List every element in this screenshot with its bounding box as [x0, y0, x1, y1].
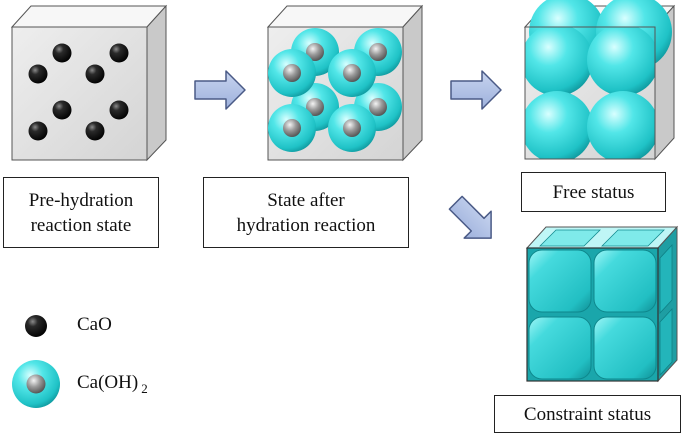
- caoh2-particle: [268, 49, 316, 97]
- caoh2-sphere: [525, 91, 593, 159]
- caoh2-sphere: [587, 91, 655, 159]
- caoh2-particle: [268, 104, 316, 152]
- right-arrow-icon: [450, 70, 502, 110]
- right-arrow-icon: [194, 70, 246, 110]
- cao-particle: [52, 43, 72, 63]
- caoh2-sphere: [525, 27, 593, 96]
- legend-cao-icon: [25, 315, 47, 337]
- constraint-status-blocks: [526, 229, 673, 382]
- cao-particles-pre: [28, 43, 129, 141]
- caoh2-particle: [328, 49, 376, 97]
- caoh2-block: [528, 316, 592, 380]
- cao-particle: [28, 64, 48, 84]
- after-hydration-label: State after hydration reaction: [203, 177, 409, 248]
- caoh2-block: [528, 249, 592, 313]
- cao-particle: [28, 121, 48, 141]
- legend-caoh2-icon: [12, 360, 60, 408]
- cao-particle: [52, 100, 72, 120]
- cao-particle: [109, 100, 129, 120]
- constraint-status-label: Constraint status: [494, 395, 681, 433]
- legend-cao-label: CaO: [77, 314, 112, 335]
- cao-particle: [85, 121, 105, 141]
- caoh2-block: [593, 316, 657, 380]
- cao-particle: [109, 43, 129, 63]
- free-status-label: Free status: [521, 172, 666, 212]
- diagonal-down-right-arrow-icon: [448, 195, 492, 239]
- legend-caoh2-label: Ca(OH)2: [77, 372, 148, 396]
- cao-particle: [85, 64, 105, 84]
- caoh2-particle: [328, 104, 376, 152]
- caoh2-sphere: [587, 27, 655, 96]
- caoh2-particles-after: [268, 28, 402, 152]
- caoh2-block: [593, 249, 657, 313]
- free-status-spheres: [524, 0, 672, 160]
- pre-hydration-label: Pre-hydration reaction state: [3, 177, 159, 248]
